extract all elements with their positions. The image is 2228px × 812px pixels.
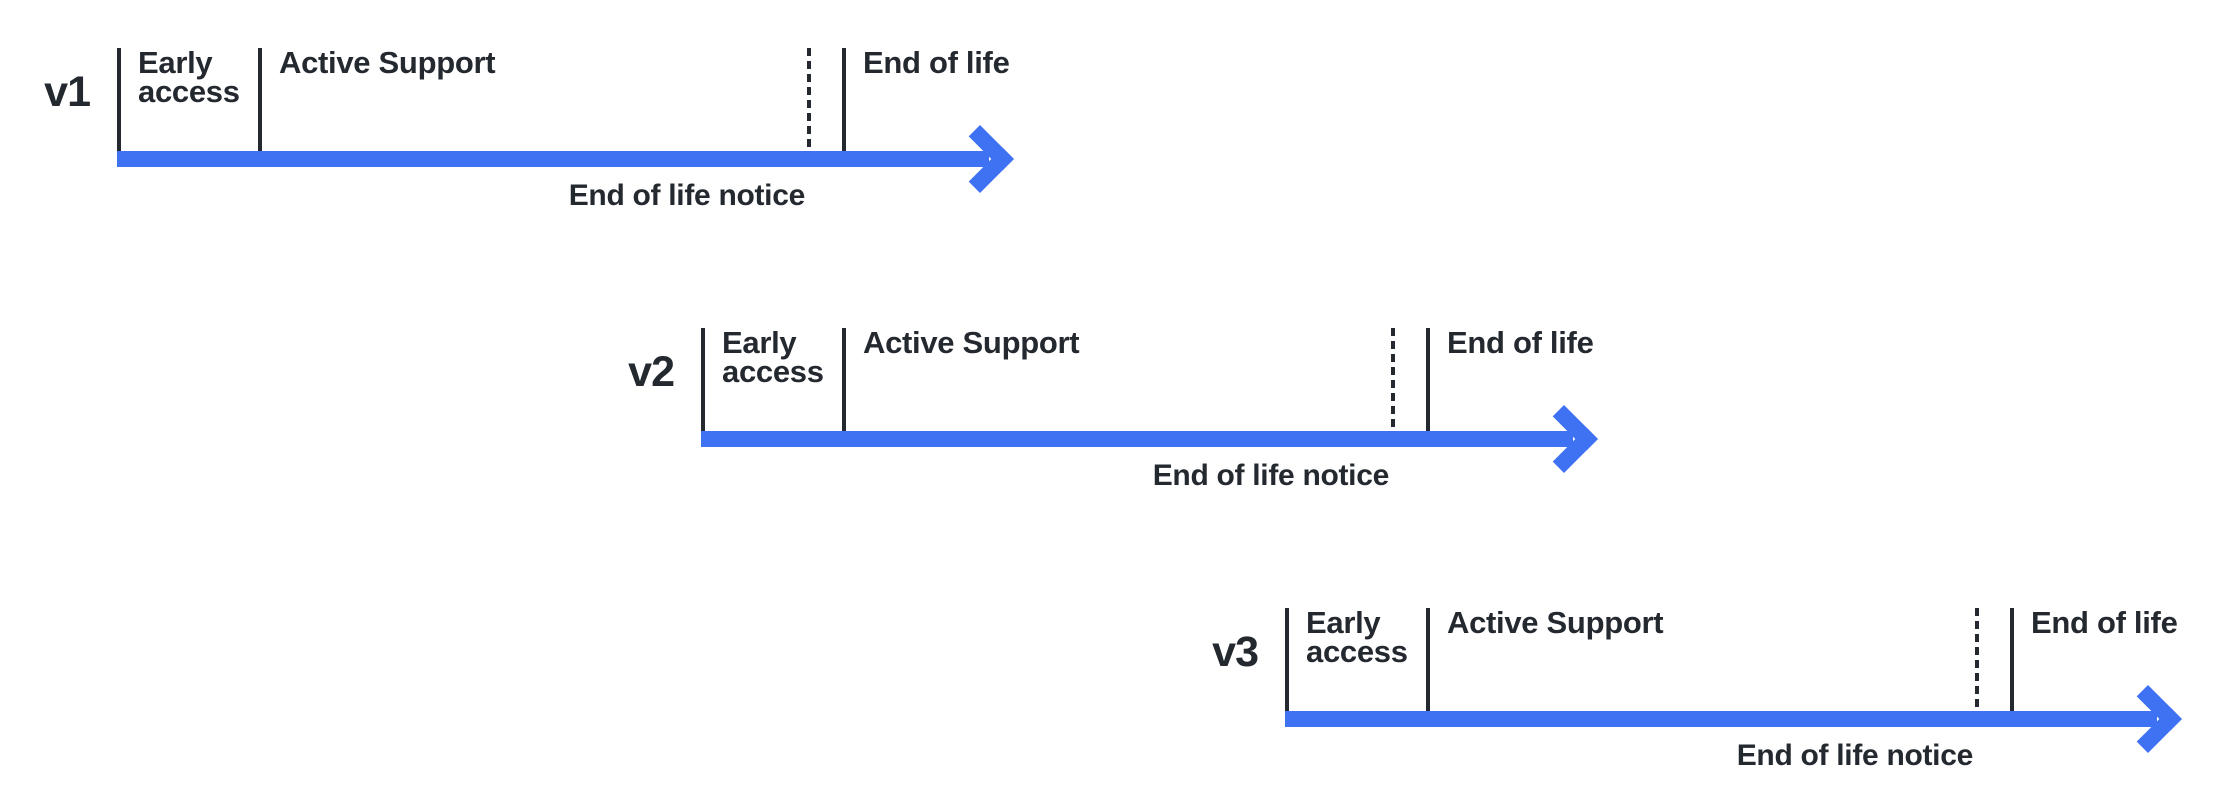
end-of-life-tick	[1426, 328, 1430, 432]
early-access-label: Early access	[138, 45, 240, 109]
version-label: v3	[1212, 628, 1259, 676]
active-support-label: Active Support	[279, 45, 496, 80]
early-access-label: Early access	[722, 325, 824, 389]
end-of-life-notice-dashed-line	[1391, 328, 1395, 428]
version-label: v2	[628, 348, 675, 396]
timeline-v1: v1 Early access Active Support End of li…	[44, 45, 1077, 223]
end-of-life-label: End of life	[863, 45, 1010, 80]
right-arrow-icon	[1530, 405, 1598, 473]
version-label: v1	[44, 68, 91, 116]
end-of-life-tick	[2010, 608, 2014, 712]
end-of-life-notice-label: End of life notice	[1736, 739, 1974, 772]
active-support-start-tick	[258, 48, 262, 152]
active-support-label: Active Support	[863, 325, 1080, 360]
end-of-life-label: End of life	[2031, 605, 2178, 640]
early-access-start-tick	[1285, 608, 1289, 712]
early-access-start-tick	[701, 328, 705, 432]
active-support-start-tick	[842, 328, 846, 432]
end-of-life-notice-label: End of life notice	[568, 179, 806, 212]
timeline-v3: v3 Early access Active Support End of li…	[1212, 605, 2228, 783]
active-support-start-tick	[1426, 608, 1430, 712]
end-of-life-notice-dashed-line	[807, 48, 811, 148]
right-arrow-icon	[2114, 685, 2182, 753]
active-support-label: Active Support	[1447, 605, 1664, 640]
end-of-life-label: End of life	[1447, 325, 1594, 360]
right-arrow-icon	[946, 125, 1014, 193]
end-of-life-notice-dashed-line	[1975, 608, 1979, 708]
early-access-start-tick	[117, 48, 121, 152]
timeline-bar	[1285, 711, 2157, 727]
timeline-v2: v2 Early access Active Support End of li…	[628, 325, 1661, 503]
end-of-life-tick	[842, 48, 846, 152]
end-of-life-notice-label: End of life notice	[1152, 459, 1390, 492]
early-access-label: Early access	[1306, 605, 1408, 669]
timeline-bar	[117, 151, 989, 167]
timeline-bar	[701, 431, 1573, 447]
